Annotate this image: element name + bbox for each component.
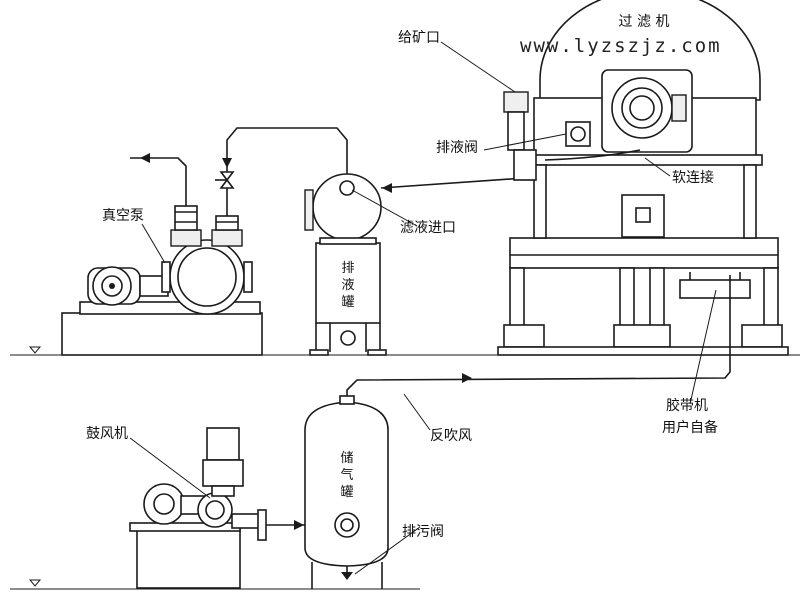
ground-lines bbox=[10, 346, 800, 590]
leader-lines bbox=[129, 41, 717, 575]
label-drain-tank: 排液罐 bbox=[341, 261, 354, 310]
blower bbox=[129, 427, 305, 589]
label-filtrate-inlet: 滤液进口 bbox=[400, 220, 456, 236]
diagram-title: 过 滤 机 bbox=[619, 14, 670, 30]
label-drain-valve: 排液阀 bbox=[436, 140, 478, 156]
label-belt-conveyor: 胶带机 bbox=[666, 397, 708, 414]
label-sewage-valve: 排污阀 bbox=[402, 524, 444, 540]
label-gas-tank: 储气罐 bbox=[340, 451, 353, 500]
label-back-blow: 反吹风 bbox=[430, 428, 472, 444]
label-feed-port: 给矿口 bbox=[398, 30, 440, 46]
filtrate-pipe bbox=[380, 177, 526, 193]
gas-tank bbox=[304, 395, 389, 589]
vacuum-pipe bbox=[215, 127, 348, 216]
label-soft-joint: 软连接 bbox=[672, 169, 714, 186]
drain-tank bbox=[304, 173, 387, 356]
back-blow-pipe bbox=[346, 275, 731, 396]
label-vacuum-pump: 真空泵 bbox=[102, 208, 144, 224]
label-user-supplied: 用户自备 bbox=[662, 419, 718, 436]
watermark-text: www.lyzszjz.com bbox=[520, 35, 722, 57]
filter-machine bbox=[497, 0, 789, 356]
vacuum-pump bbox=[61, 153, 263, 356]
label-blower: 鼓风机 bbox=[86, 426, 128, 442]
